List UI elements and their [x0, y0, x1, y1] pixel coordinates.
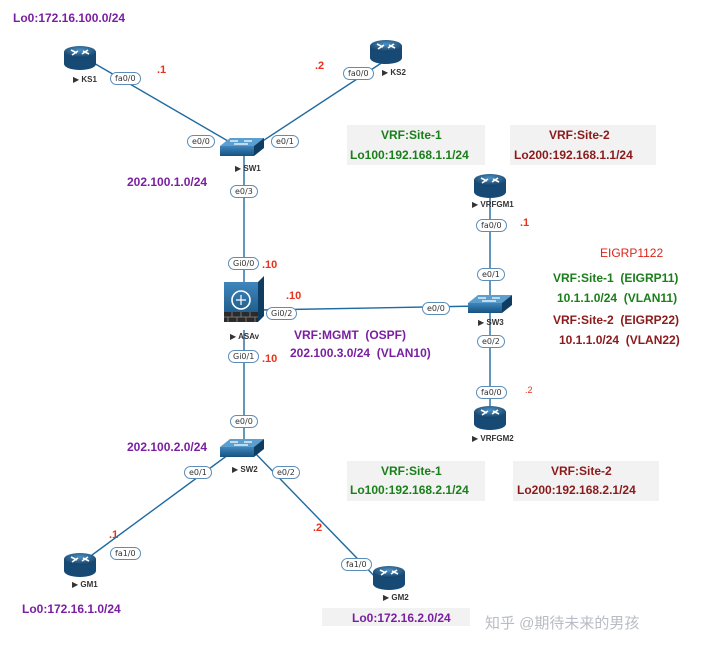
port-sw1-e03: e0/3: [230, 185, 258, 198]
vrfgm2-site1-loopback: Lo100:192.168.2.1/24: [350, 483, 469, 497]
network-sw2-label: 202.100.2.0/24: [127, 440, 208, 454]
router-gm2-icon[interactable]: [372, 565, 406, 591]
router-vrfgm2-icon[interactable]: [473, 405, 507, 431]
port-sw1-e00: e0/0: [187, 135, 215, 148]
switch-sw2-icon[interactable]: [219, 438, 265, 458]
device-label-vrfgm1: ▶ VRFGM1: [472, 200, 514, 209]
switch-sw3-icon[interactable]: [467, 294, 513, 314]
vrfgm1-site1-box: [347, 125, 485, 165]
device-label-ks1: ▶ KS1: [73, 75, 97, 84]
port-ks2-fa00: fa0/0: [343, 67, 374, 80]
vrfgm2-site2-box: [513, 461, 659, 501]
sw3-site1-label: VRF:Site-1 (EIGRP11): [553, 271, 679, 285]
device-label-sw1: ▶ SW1: [235, 164, 261, 173]
device-label-asav: ▶ ASAv: [230, 332, 260, 341]
port-asa-gi02: Gi0/2: [266, 307, 298, 320]
router-vrfgm1-icon[interactable]: [473, 173, 507, 199]
sw3-site2-network: 10.1.1.0/24 (VLAN22): [559, 333, 680, 347]
ip-asa-gi02: .10: [286, 290, 302, 302]
mgmt-vrf-label: VRF:MGMT (OSPF): [294, 328, 406, 342]
device-label-gm1: ▶ GM1: [72, 580, 98, 589]
port-ks1-fa00: fa0/0: [110, 72, 141, 85]
port-sw3-e00: e0/0: [422, 302, 450, 315]
device-label-sw2: ▶ SW2: [232, 465, 258, 474]
vrfgm2-site1-vrf: VRF:Site-1: [381, 464, 442, 478]
vrfgm2-site1-box: [347, 461, 485, 501]
port-sw2-e00: e0/0: [230, 415, 258, 428]
device-label-vrfgm2: ▶ VRFGM2: [472, 434, 514, 443]
port-sw1-e01: e0/1: [271, 135, 299, 148]
vrfgm1-site2-loopback: Lo200:192.168.1.1/24: [514, 148, 633, 162]
router-ks1-icon[interactable]: [63, 45, 97, 71]
network-sw1-label: 202.100.1.0/24: [127, 175, 208, 189]
router-ks2-icon[interactable]: [369, 39, 403, 65]
ip-ks2: .2: [315, 60, 325, 72]
watermark-text: 知乎 @期待未来的男孩: [485, 615, 640, 632]
vrfgm2-site2-loopback: Lo200:192.168.2.1/24: [517, 483, 636, 497]
device-label-gm2: ▶ GM2: [383, 593, 409, 602]
port-gm2-fa10: fa1/0: [341, 558, 372, 571]
port-sw2-e01: e0/1: [184, 466, 212, 479]
sw3-site2-label: VRF:Site-2 (EIGRP22): [553, 313, 680, 327]
port-sw3-e01: e0/1: [477, 268, 505, 281]
vrfgm2-site2-vrf: VRF:Site-2: [551, 464, 612, 478]
port-gm1-fa10: fa1/0: [110, 547, 141, 560]
vrfgm1-site1-vrf: VRF:Site-1: [381, 128, 442, 142]
port-asa-gi00: Gi0/0: [228, 257, 260, 270]
device-label-sw3: ▶ SW3: [478, 318, 504, 327]
firewall-asav-icon[interactable]: [224, 276, 264, 322]
port-sw3-e02: e0/2: [477, 335, 505, 348]
port-vrfgm1-fa00: fa0/0: [476, 219, 507, 232]
vrfgm1-site2-vrf: VRF:Site-2: [549, 128, 610, 142]
ip-asa-gi01: .10: [262, 353, 278, 365]
port-sw2-e02: e0/2: [272, 466, 300, 479]
gm2-loopback-label: Lo0:172.16.2.0/24: [352, 611, 451, 625]
ks1-loopback-label: Lo0:172.16.100.0/24: [13, 11, 126, 25]
vrfgm1-site2-box: [510, 125, 656, 165]
sw3-site1-network: 10.1.1.0/24 (VLAN11): [557, 291, 678, 305]
ip-gm2: .2: [313, 522, 323, 534]
ip-ks1: .1: [157, 64, 167, 76]
vrfgm1-site1-loopback: Lo100:192.168.1.1/24: [350, 148, 469, 162]
gm2-loopback-box: [322, 608, 470, 626]
ip-vrfgm2: .2: [525, 385, 533, 395]
mgmt-network-label: 202.100.3.0/24 (VLAN10): [290, 346, 431, 360]
port-vrfgm2-fa00: fa0/0: [476, 386, 507, 399]
ip-asa-gi00: .10: [262, 259, 278, 271]
gm1-loopback-label: Lo0:172.16.1.0/24: [22, 602, 121, 616]
router-gm1-icon[interactable]: [63, 552, 97, 578]
eigrp-label: EIGRP1122: [600, 246, 664, 260]
port-asa-gi01: Gi0/1: [228, 350, 260, 363]
ip-vrfgm1: .1: [520, 217, 530, 229]
device-label-ks2: ▶ KS2: [382, 68, 406, 77]
ip-gm1: .1: [109, 529, 119, 541]
